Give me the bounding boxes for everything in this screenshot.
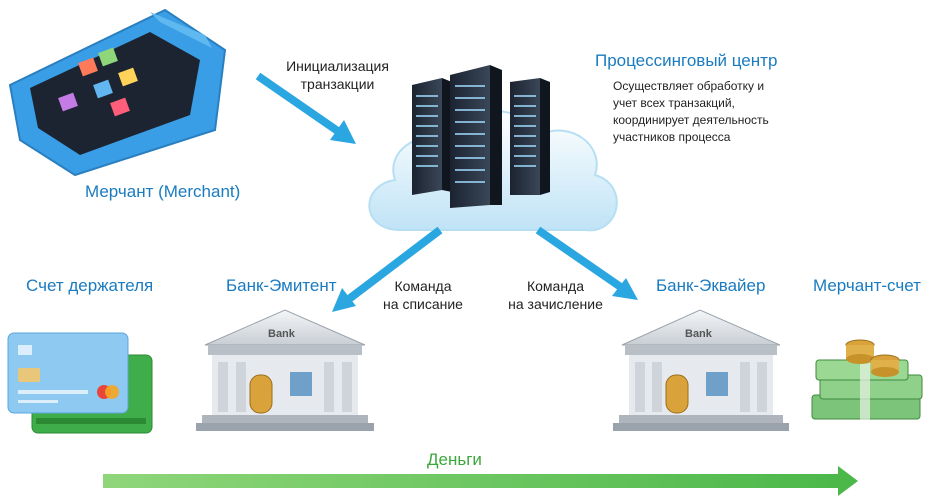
debit-arrow	[332, 226, 443, 312]
pos-terminal-icon	[8, 8, 227, 177]
merchant-account-label: Мерчант-счет	[813, 276, 921, 295]
init-arrow-label-line2: транзакции	[300, 76, 375, 92]
money-stack-icon	[811, 339, 923, 420]
init-arrow	[255, 72, 356, 144]
processing-desc-line-1: Осуществляет обработку и	[613, 79, 765, 93]
acquirer-bank-icon	[613, 309, 789, 431]
credit-arrow	[535, 226, 638, 300]
processing-desc-line-4: участников процесса	[613, 130, 731, 144]
acquirer-bank-label: Банк-Эквайер	[656, 276, 766, 295]
holder-account-label: Счет держателя	[26, 276, 154, 295]
init-arrow-label-line1: Инициализация	[286, 58, 389, 74]
credit-cards-icon	[7, 332, 153, 434]
server-rack-icon	[412, 65, 550, 208]
credit-arrow-label-line2: на зачисление	[508, 296, 603, 312]
credit-arrow-label-line1: Команда	[526, 278, 585, 294]
processing-center-description: Осуществляет обработку и учет всех транз…	[613, 78, 769, 146]
debit-arrow-label-line1: Команда	[394, 278, 452, 294]
money-flow-arrow	[103, 466, 858, 496]
debit-arrow-label: Команда на списание	[368, 277, 478, 313]
money-flow-label: Деньги	[427, 450, 482, 469]
credit-arrow-label: Команда на зачисление	[493, 277, 618, 313]
debit-arrow-label-line2: на списание	[383, 296, 463, 312]
init-arrow-label: Инициализация транзакции	[270, 57, 405, 93]
issuer-bank-label: Банк-Эмитент	[226, 276, 337, 295]
acquirer-bank-sign: Bank	[685, 328, 712, 340]
processing-desc-line-2: учет всех транзакций,	[613, 96, 735, 110]
issuer-bank-sign: Bank	[268, 328, 295, 340]
processing-center-title: Процессинговый центр	[595, 51, 778, 70]
issuer-bank-icon	[196, 309, 374, 431]
processing-desc-line-3: координирует деятельность	[613, 113, 769, 127]
merchant-label: Мерчант (Merchant)	[85, 182, 241, 201]
